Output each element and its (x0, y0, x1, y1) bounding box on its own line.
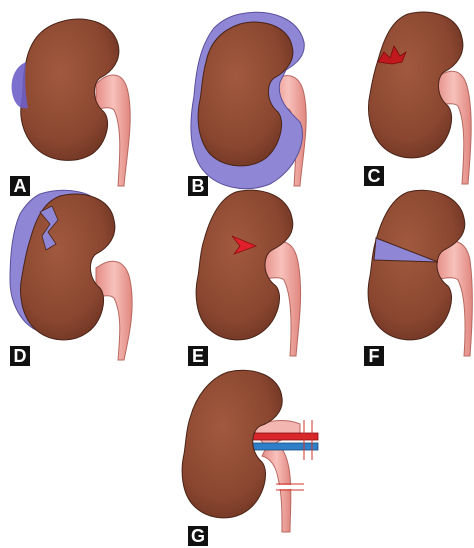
panel-label-e: E (188, 346, 208, 366)
panel-a (12, 19, 131, 186)
renal-artery (252, 433, 318, 440)
panel-label-d: D (10, 346, 30, 366)
avulsion-gap (278, 485, 302, 489)
panel-g (182, 370, 318, 532)
panel-b (191, 12, 306, 188)
panel-e (196, 190, 300, 356)
panel-label-b: B (188, 176, 208, 196)
panel-label-c: C (364, 166, 384, 186)
panel-label-f: F (364, 346, 384, 366)
panel-f (368, 190, 472, 356)
panel-label-a: A (10, 176, 30, 196)
panel-d (10, 190, 132, 360)
panel-label-g: G (188, 526, 208, 546)
renal-vein (252, 443, 318, 450)
panel-c (369, 12, 472, 184)
